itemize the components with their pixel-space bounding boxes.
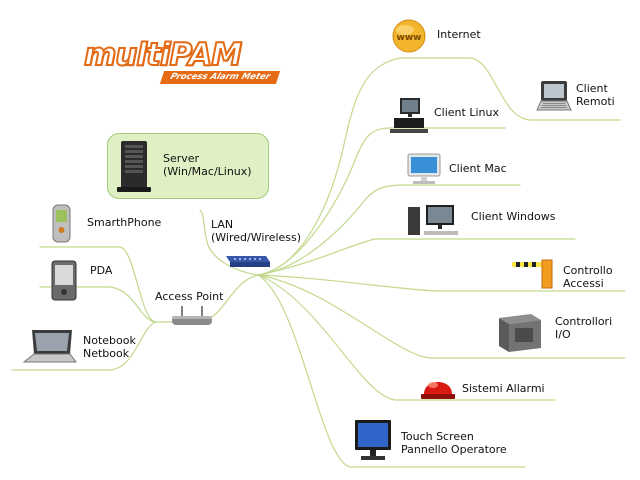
client-remoti-label: Client Remoti	[576, 82, 615, 108]
controllo-accessi-label: Controllo Accessi	[563, 264, 613, 290]
linux-pc-icon	[390, 98, 428, 133]
router-icon	[172, 306, 212, 325]
smartphone-label: SmarthPhone	[87, 216, 162, 229]
client-linux-label: Client Linux	[434, 106, 499, 119]
controllori-io-label: Controllori I/O	[555, 315, 612, 341]
pda-label: PDA	[90, 264, 113, 277]
barrier-gate-icon	[512, 259, 553, 289]
client-remoti-line1: Client	[576, 82, 608, 95]
client-windows-label: Client Windows	[471, 210, 556, 223]
branch-client-remoti	[469, 57, 621, 121]
access-point-label: Access Point	[155, 290, 224, 303]
branch-client-mac	[257, 184, 521, 276]
smartphone-icon	[52, 204, 71, 243]
alarm-beacon-icon	[421, 382, 455, 399]
network-switch-icon	[226, 256, 270, 267]
controllori-io-line2: I/O	[555, 328, 571, 341]
lan-label-line2: (Wired/Wireless)	[211, 231, 302, 244]
branch-notebook	[11, 321, 156, 371]
branch-client-linux	[257, 127, 506, 276]
notebook-label-line1: Notebook	[83, 334, 136, 347]
windows-pc-icon	[408, 205, 458, 235]
branch-client-windows	[257, 238, 576, 276]
branch-controllo	[257, 274, 626, 292]
logo-wordmark: multiPAM	[83, 37, 243, 73]
svg-text:www: www	[397, 33, 422, 43]
touch-screen-line2: Pannello Operatore	[401, 443, 507, 456]
lan-label-line1: LAN	[211, 218, 234, 231]
server-tower-icon	[117, 141, 151, 192]
notebook-label: Notebook Netbook	[83, 334, 136, 360]
server-label: Server (Win/Mac/Linux)	[163, 152, 252, 178]
controllo-accessi-line2: Accessi	[563, 277, 604, 290]
branch-touch	[257, 274, 526, 468]
mac-monitor-icon	[407, 153, 441, 184]
client-mac-label: Client Mac	[449, 162, 507, 175]
server-label-line2: (Win/Mac/Linux)	[163, 165, 252, 178]
branch-pda	[39, 286, 156, 323]
branch-controllori	[257, 274, 626, 359]
notebook-icon	[22, 330, 77, 363]
server-label-line1: Server	[163, 152, 200, 165]
laptop-icon	[536, 81, 572, 111]
client-remoti-line2: Remoti	[576, 95, 615, 108]
sistemi-allarmi-label: Sistemi Allarmi	[462, 382, 545, 395]
logo-tagline: Process Alarm Meter	[159, 71, 281, 84]
controllo-accessi-line1: Controllo	[563, 264, 613, 277]
pda-icon	[51, 260, 77, 301]
www-globe-icon: www	[392, 19, 426, 53]
internet-label: Internet	[437, 28, 481, 41]
branch-allarmi	[257, 274, 556, 401]
multipam-logo: multiPAM Process Alarm Meter	[78, 37, 281, 88]
notebook-label-line2: Netbook	[83, 347, 130, 360]
controllori-io-line1: Controllori	[555, 315, 613, 328]
lan-label: LAN (Wired/Wireless)	[211, 218, 301, 244]
io-controller-icon	[499, 314, 541, 352]
branch-lan	[199, 209, 259, 276]
touch-monitor-icon	[355, 420, 391, 460]
branch-smartphone	[39, 246, 156, 323]
touch-screen-line1: Touch Screen	[401, 430, 474, 443]
touch-screen-label: Touch Screen Pannello Operatore	[401, 430, 507, 456]
